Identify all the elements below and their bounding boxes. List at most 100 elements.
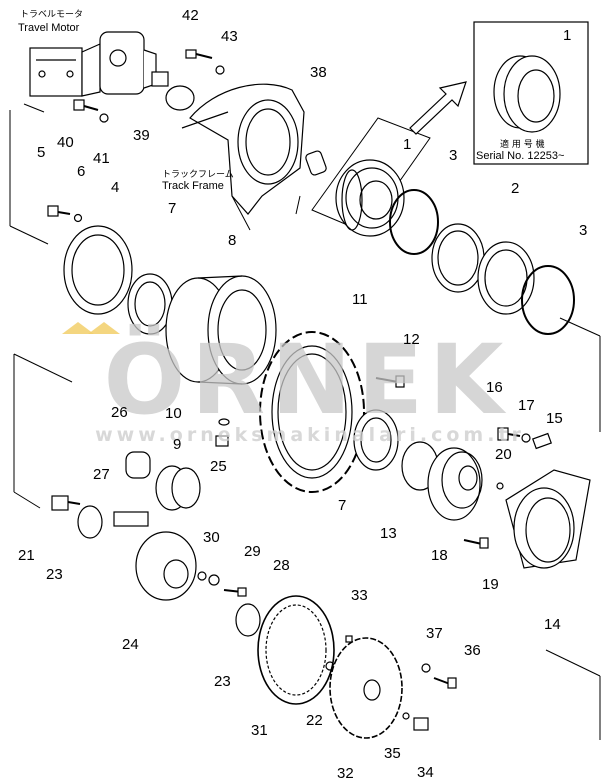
callout-17: 17	[518, 397, 535, 414]
callout-2: 2	[511, 180, 520, 197]
bolt-40	[73, 99, 99, 111]
callout-22: 22	[306, 712, 323, 729]
callout-37: 37	[426, 625, 443, 642]
callout-20: 20	[495, 446, 512, 463]
callout-32: 32	[337, 765, 354, 782]
track-frame-jp: トラックフレーム	[162, 170, 234, 180]
washer-29	[208, 574, 220, 586]
callout-6: 6	[77, 163, 86, 180]
bolt-19	[463, 537, 489, 549]
callout-21: 21	[18, 547, 35, 564]
callout-28: 28	[273, 557, 290, 574]
sprocket-11	[259, 331, 365, 493]
floating-seal-2a	[431, 223, 485, 293]
ring-gear-31	[257, 595, 335, 705]
ring-30	[197, 571, 207, 581]
callout-35: 35	[384, 745, 401, 762]
callout-23-right: 23	[214, 673, 231, 690]
serial-jp: 適 用 号 機	[500, 140, 545, 150]
bolt-28	[223, 587, 247, 597]
callout-15: 15	[546, 410, 563, 427]
washer-10	[218, 418, 230, 426]
washer-43	[215, 65, 225, 75]
floating-seal-2a-inner	[437, 230, 479, 286]
bolt-12	[375, 375, 405, 388]
gear-32	[329, 637, 403, 739]
bolt-36	[433, 677, 457, 689]
travel-motor	[29, 31, 169, 97]
callout-14: 14	[544, 616, 561, 633]
callout-12: 12	[403, 331, 420, 348]
callout-24: 24	[122, 636, 139, 653]
o-ring-3a	[389, 189, 439, 255]
shaft-26	[125, 451, 151, 479]
washer-6	[73, 213, 83, 223]
gear-25	[155, 465, 201, 511]
callout-31: 31	[251, 722, 268, 739]
callout-5: 5	[37, 144, 46, 161]
watermark-url: www.orneksmakinalari.com.tr	[95, 424, 525, 446]
ring-35	[402, 712, 410, 720]
watermark-triangle-left	[62, 322, 94, 334]
callout-27: 27	[93, 466, 110, 483]
thrust-washer-23a	[77, 505, 103, 539]
callout-43: 43	[221, 28, 238, 45]
callout-40: 40	[57, 134, 74, 151]
callout-18: 18	[431, 547, 448, 564]
shaft-27	[113, 511, 149, 527]
callout-42: 42	[182, 7, 199, 24]
bearing-7a	[127, 273, 173, 335]
callout-25: 25	[210, 458, 227, 475]
carrier-18	[427, 447, 483, 521]
travel-motor-label: Travel Motor	[18, 22, 80, 34]
bolt-5	[47, 205, 71, 217]
o-ring-39	[165, 85, 195, 111]
bearing-7b	[353, 409, 399, 471]
callout-41: 41	[93, 150, 110, 167]
cover-14	[505, 469, 591, 569]
bolt-21	[51, 495, 81, 511]
pointer-arrow	[409, 81, 467, 135]
plate-15	[532, 432, 552, 450]
bolt-42	[185, 49, 213, 59]
washer-41	[99, 113, 109, 123]
callout-33: 33	[351, 587, 368, 604]
callout-34: 34	[417, 764, 434, 781]
callout-11: 11	[352, 291, 368, 308]
washer-37	[421, 663, 431, 673]
callout-10: 10	[165, 405, 182, 422]
callout-4: 4	[111, 179, 120, 196]
callout-38: 38	[310, 64, 327, 81]
callout-23-left: 23	[46, 566, 63, 583]
watermark-triangle-right	[88, 322, 120, 334]
pin-38	[305, 150, 327, 176]
callout-39: 39	[133, 127, 150, 144]
plug-9	[215, 435, 229, 447]
callout-1-inset: 1	[563, 27, 572, 44]
leader-lines	[9, 103, 601, 740]
thrust-washer-23b	[235, 603, 261, 637]
track-frame-label: Track Frame	[162, 180, 224, 192]
hub-8	[165, 275, 277, 385]
callout-9: 9	[173, 436, 182, 453]
bolt-16	[497, 427, 521, 441]
retainer-4	[63, 225, 133, 315]
final-drive-assembly-main	[311, 117, 431, 237]
floating-seal-2b	[477, 241, 535, 315]
callout-13: 13	[380, 525, 397, 542]
pin-20	[496, 482, 504, 490]
callout-7-lower: 7	[338, 497, 347, 514]
callout-26: 26	[111, 404, 128, 421]
track-frame	[181, 83, 305, 215]
callout-30: 30	[203, 529, 220, 546]
watermark-brand: ÖRNEK	[103, 324, 510, 436]
serial-inset-box	[473, 21, 589, 165]
callout-36: 36	[464, 642, 481, 659]
plug-33	[345, 635, 353, 643]
callout-3-lower: 3	[579, 222, 588, 239]
serial-label: Serial No. 12253~	[476, 150, 565, 162]
plug-34	[413, 717, 429, 731]
callout-3-upper: 3	[449, 147, 458, 164]
washer-17	[521, 433, 531, 443]
